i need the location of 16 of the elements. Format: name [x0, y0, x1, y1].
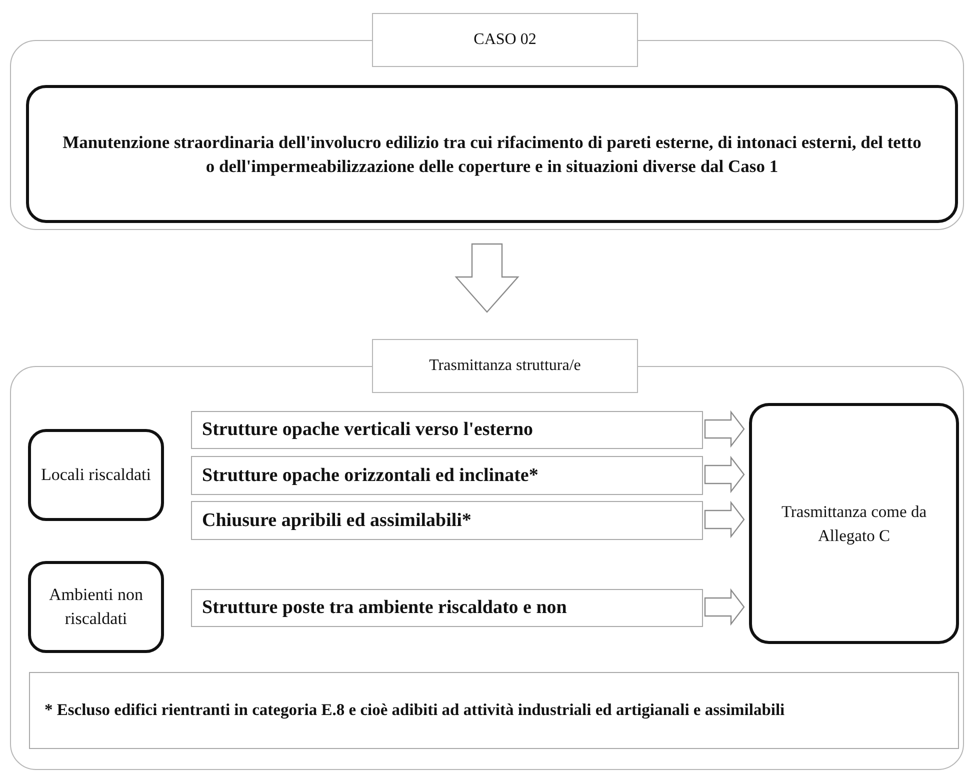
panel-heading: Trasmittanza struttura/e: [372, 339, 638, 393]
panel-heading: CASO 02: [372, 13, 638, 67]
structure-box: Chiusure apribili ed assimilabili*: [191, 501, 703, 540]
block-arrow: [454, 243, 520, 313]
category-box: Ambienti non riscaldati: [28, 561, 164, 653]
structure-box: Strutture opache verticali verso l'esterno: [191, 411, 703, 449]
block-arrow: [704, 588, 745, 626]
structure-box: Strutture poste tra ambiente riscaldato e non: [191, 589, 703, 627]
block-arrow: [704, 500, 745, 538]
structure-box: Strutture opache orizzontali ed inclinate*: [191, 456, 703, 495]
block-arrow: [704, 456, 745, 494]
block-arrow: [704, 410, 745, 448]
category-box: Locali riscaldati: [28, 429, 164, 521]
footnote-box: * Escluso edifici rientranti in categoria E.8 e cioè adibiti ad attività industriali ed artigianali e assimilabili: [29, 672, 959, 749]
process-box: Manutenzione straordinaria dell'involucro edilizio tra cui rifacimento di pareti esterne, di intonaci esterni, del tetto o dell'impermeabilizzazione delle coperture e in situazioni diverse dal Caso 1: [26, 85, 958, 223]
result-box: Trasmittanza come da Allegato C: [749, 403, 959, 644]
